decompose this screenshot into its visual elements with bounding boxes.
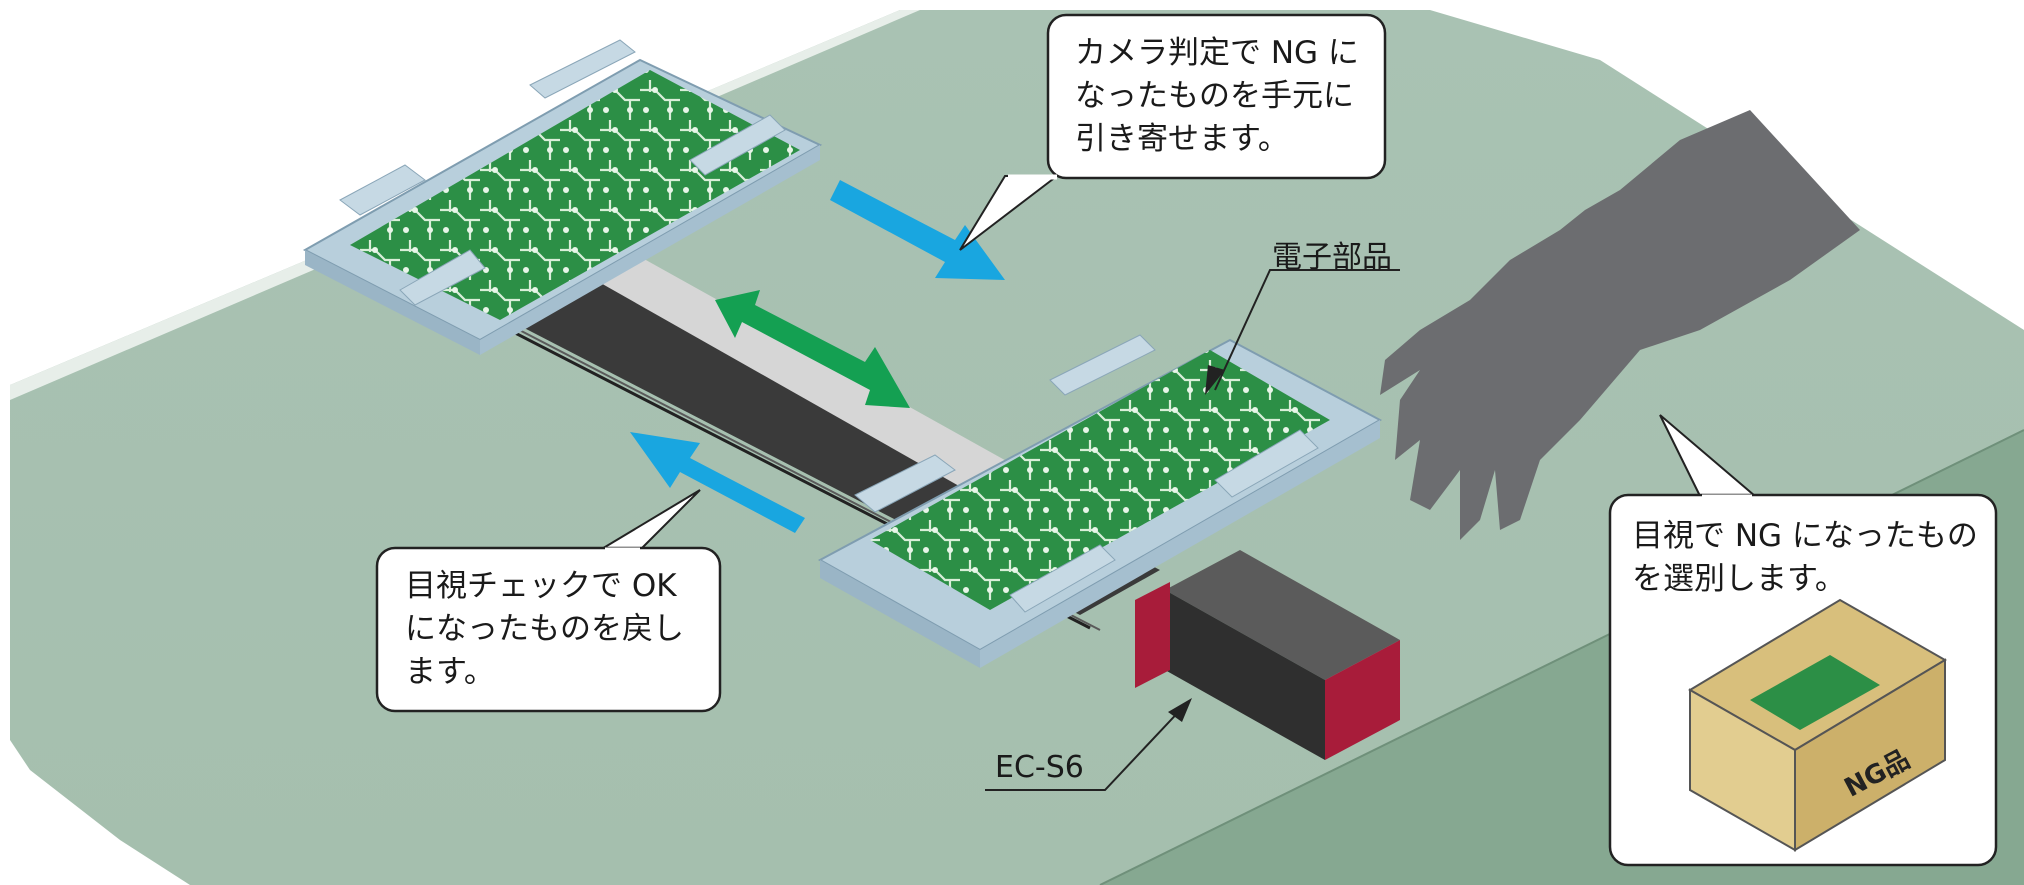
callout-top-box <box>959 13 1387 251</box>
arrow-green-double <box>715 290 910 408</box>
component-leader <box>1214 269 1400 391</box>
component-label: 電子部品 <box>1272 240 1392 275</box>
hand-silhouette <box>1380 110 1860 540</box>
callout-left-box <box>375 489 722 713</box>
arrow-blue-right <box>830 180 1005 280</box>
actuator-leader-arrow <box>1168 698 1192 722</box>
motor-unit <box>1135 18 1400 760</box>
top-tray <box>302 39 823 355</box>
callout-left-text: 目視チェックで OK になったものを戻し ます。 <box>405 568 684 690</box>
actuator-label: EC-S6 <box>995 750 1084 785</box>
arrow-blue-left <box>630 432 805 533</box>
actuator-leader <box>985 704 1186 791</box>
callout-right-text: 目視で NG になったもの を選別します。 <box>1632 518 1978 597</box>
callout-top-text: カメラ判定で NG に なったものを手元に 引き寄せます。 <box>1075 35 1359 157</box>
component-leader-arrow <box>1205 365 1225 395</box>
bottom-tray <box>817 334 1383 668</box>
